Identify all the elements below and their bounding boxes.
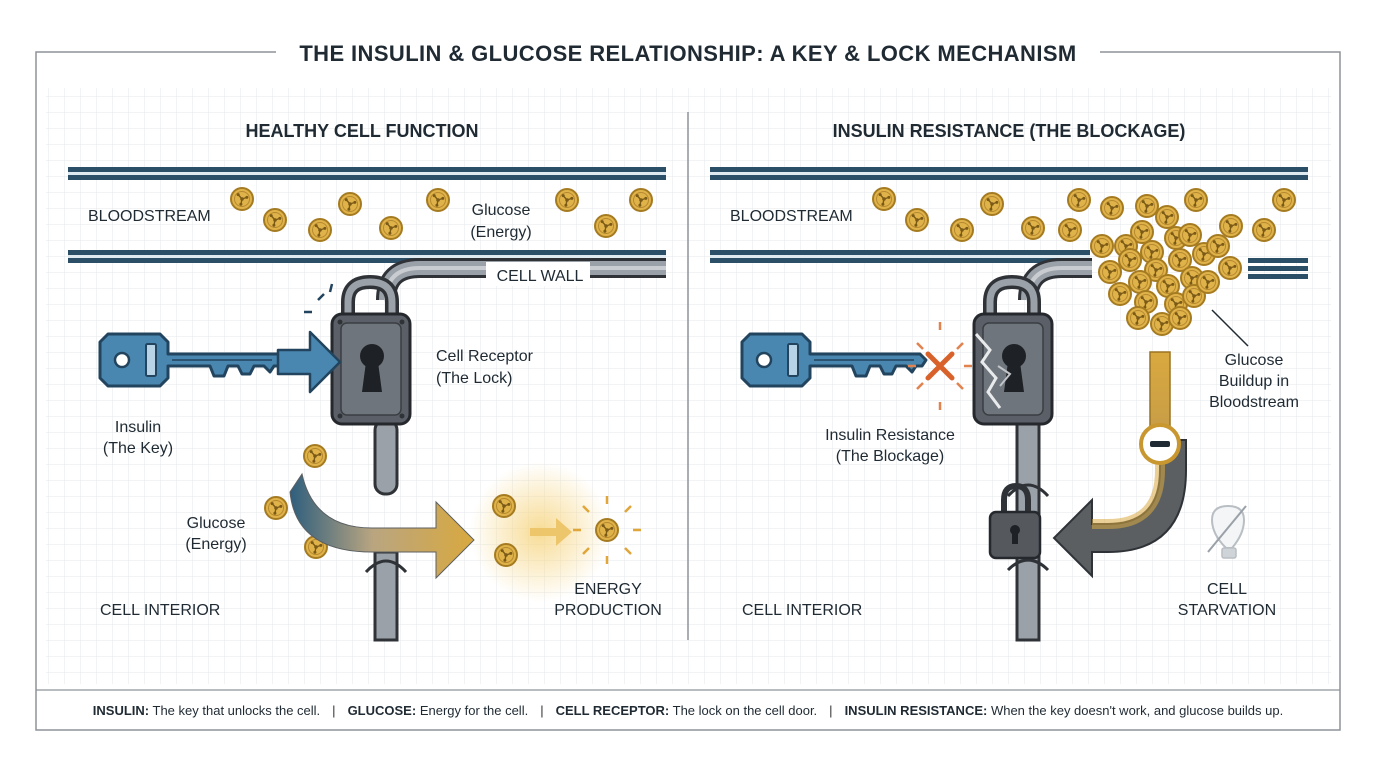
energy-burst-icon xyxy=(573,496,641,564)
starvation-sublabel: STARVATION xyxy=(1178,602,1276,619)
energy-label: ENERGY xyxy=(574,581,642,598)
key-arrow xyxy=(276,330,342,394)
healthy-heading: HEALTHY CELL FUNCTION xyxy=(246,121,479,141)
resistance-heading: INSULIN RESISTANCE (THE BLOCKAGE) xyxy=(833,121,1186,141)
page-title: THE INSULIN & GLUCOSE RELATIONSHIP: A KE… xyxy=(299,41,1076,66)
x-mark-icon xyxy=(908,322,972,410)
healthy-bloodstream-label: BLOODSTREAM xyxy=(88,208,211,225)
broken-padlock-icon xyxy=(972,274,1054,426)
receptor-label: Cell Receptor xyxy=(436,348,534,365)
cell-wall-label-backdrop xyxy=(486,262,590,286)
legend-item-receptor: CELL RECEPTOR: The lock on the cell door… xyxy=(556,703,818,718)
buildup-sublabel-2: Bloodstream xyxy=(1209,394,1299,411)
buildup-label: Glucose xyxy=(1225,352,1284,369)
legend-glucose-term: GLUCOSE: xyxy=(347,702,417,718)
legend-separator: | xyxy=(829,702,833,718)
starvation-label: CELL xyxy=(1207,581,1247,598)
cell-wall-label: CELL WALL xyxy=(497,268,584,285)
healthy-panel: HEALTHY CELL FUNCTION BLOODSTREAM Glucos… xyxy=(68,121,666,642)
interior-glucose-sublabel: (Energy) xyxy=(185,536,246,553)
legend-receptor-definition: The lock on the cell door. xyxy=(672,702,818,718)
legend-receptor-term: CELL RECEPTOR: xyxy=(555,702,670,718)
legend-insulin-definition: The key that unlocks the cell. xyxy=(152,702,321,718)
legend-separator: | xyxy=(332,702,336,718)
return-arrow-highlight xyxy=(1092,440,1165,529)
healthy-interior-label: CELL INTERIOR xyxy=(100,602,220,619)
insulin-sublabel: (The Key) xyxy=(103,440,173,457)
interior-glucose-label: Glucose xyxy=(187,515,246,532)
bloodstream-glucose-label: Glucose xyxy=(472,202,531,219)
resistance-bloodstream-channel xyxy=(710,167,1308,279)
small-padlock-icon xyxy=(988,482,1042,560)
resistance-bloodstream-label: BLOODSTREAM xyxy=(730,208,853,225)
legend-resistance-term: INSULIN RESISTANCE: xyxy=(844,702,988,718)
buildup-sublabel-1: Buildup in xyxy=(1219,373,1289,390)
legend-bar: INSULIN: The key that unlocks the cell. … xyxy=(36,690,1340,730)
legend-item-glucose: GLUCOSE: Energy for the cell. xyxy=(348,703,529,718)
legend-item-insulin: INSULIN: The key that unlocks the cell. xyxy=(93,703,320,718)
resistance-panel: INSULIN RESISTANCE (THE BLOCKAGE) BLOODS… xyxy=(710,121,1308,642)
insulin-label: Insulin xyxy=(115,419,161,436)
energy-sublabel: PRODUCTION xyxy=(554,602,662,619)
glucose-entry-arrow xyxy=(289,472,475,580)
legend-glucose-definition: Energy for the cell. xyxy=(419,702,529,718)
resistance-interior-label: CELL INTERIOR xyxy=(742,602,862,619)
title-backdrop xyxy=(276,36,1100,70)
minus-circle-icon xyxy=(1139,423,1181,465)
resistance-sublabel: (The Blockage) xyxy=(836,448,945,465)
crossed-lightbulb-icon xyxy=(1207,504,1247,559)
bloodstream-glucose-sublabel: (Energy) xyxy=(470,224,531,241)
resistance-label: Insulin Resistance xyxy=(825,427,955,444)
legend-separator: | xyxy=(540,702,544,718)
receptor-sublabel: (The Lock) xyxy=(436,370,512,387)
energy-arrow xyxy=(530,518,572,546)
padlock-icon xyxy=(304,274,412,426)
legend-insulin-term: INSULIN: xyxy=(92,702,150,718)
healthy-bloodstream-channel xyxy=(68,167,666,263)
buildup-pointer xyxy=(1211,309,1249,347)
legend-item-resistance: INSULIN RESISTANCE: When the key doesn't… xyxy=(845,703,1284,718)
legend-resistance-definition: When the key doesn't work, and glucose b… xyxy=(990,702,1284,718)
